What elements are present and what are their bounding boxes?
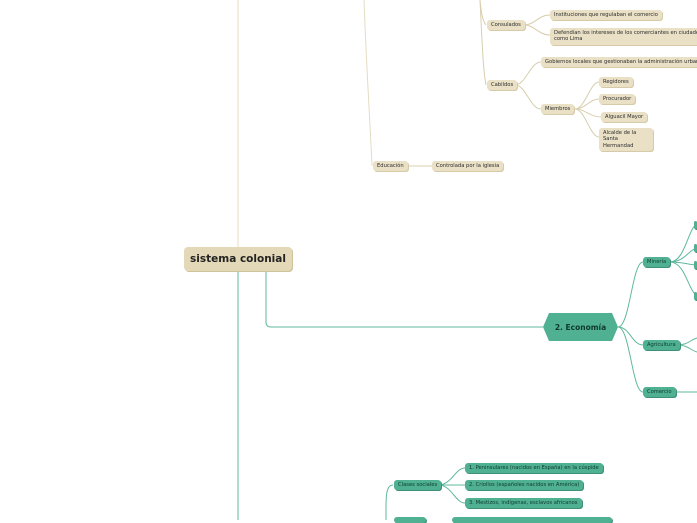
mineria-child-partial xyxy=(694,261,697,269)
clase-mestizos[interactable]: 3. Mestizos, indígenas, esclavos african… xyxy=(465,498,582,509)
miembro-regidores[interactable]: Regidores xyxy=(599,77,633,88)
educacion-node[interactable]: Educación xyxy=(373,161,408,172)
economia-topic[interactable]: 2. Economía xyxy=(543,313,618,341)
partial-node-bottom xyxy=(394,517,426,523)
comercio-node[interactable]: Comercio xyxy=(643,387,676,398)
miembro-alcalde[interactable]: Alcalde de la Santa Hermandad xyxy=(599,128,653,152)
miembro-alguacil[interactable]: Alguacil Mayor xyxy=(601,112,648,123)
cabildos-child-1[interactable]: Gobiernos locales que gestionaban la adm… xyxy=(541,57,697,68)
mineria-child-partial xyxy=(694,292,697,300)
miembros-node[interactable]: Miembros xyxy=(541,104,575,115)
consulados-child-2[interactable]: Defendían los intereses de los comercian… xyxy=(550,28,697,45)
agricultura-node[interactable]: Agricultura xyxy=(643,340,680,351)
clase-criollos[interactable]: 2. Criollos (españoles nacidos en Améric… xyxy=(465,480,584,491)
cabildos-node[interactable]: Cabildos xyxy=(487,80,518,91)
consulados-child-1[interactable]: Instituciones que regulaban el comercio xyxy=(550,10,662,21)
mineria-node[interactable]: Minería xyxy=(643,257,671,268)
mineria-child-partial xyxy=(694,221,697,229)
clases-sociales-node[interactable]: Clases sociales xyxy=(394,480,442,491)
root-topic[interactable]: sistema colonial xyxy=(184,247,292,271)
partial-node-bottom xyxy=(452,517,612,523)
consulados-node[interactable]: Consulados xyxy=(487,20,525,31)
educacion-child-1[interactable]: Controlada por la iglesia xyxy=(432,161,504,172)
mineria-child-partial xyxy=(694,244,697,252)
clase-peninsulares[interactable]: 1. Peninsulares (nacidos en España) en l… xyxy=(465,463,603,474)
miembro-procurador[interactable]: Procurador xyxy=(599,94,636,105)
